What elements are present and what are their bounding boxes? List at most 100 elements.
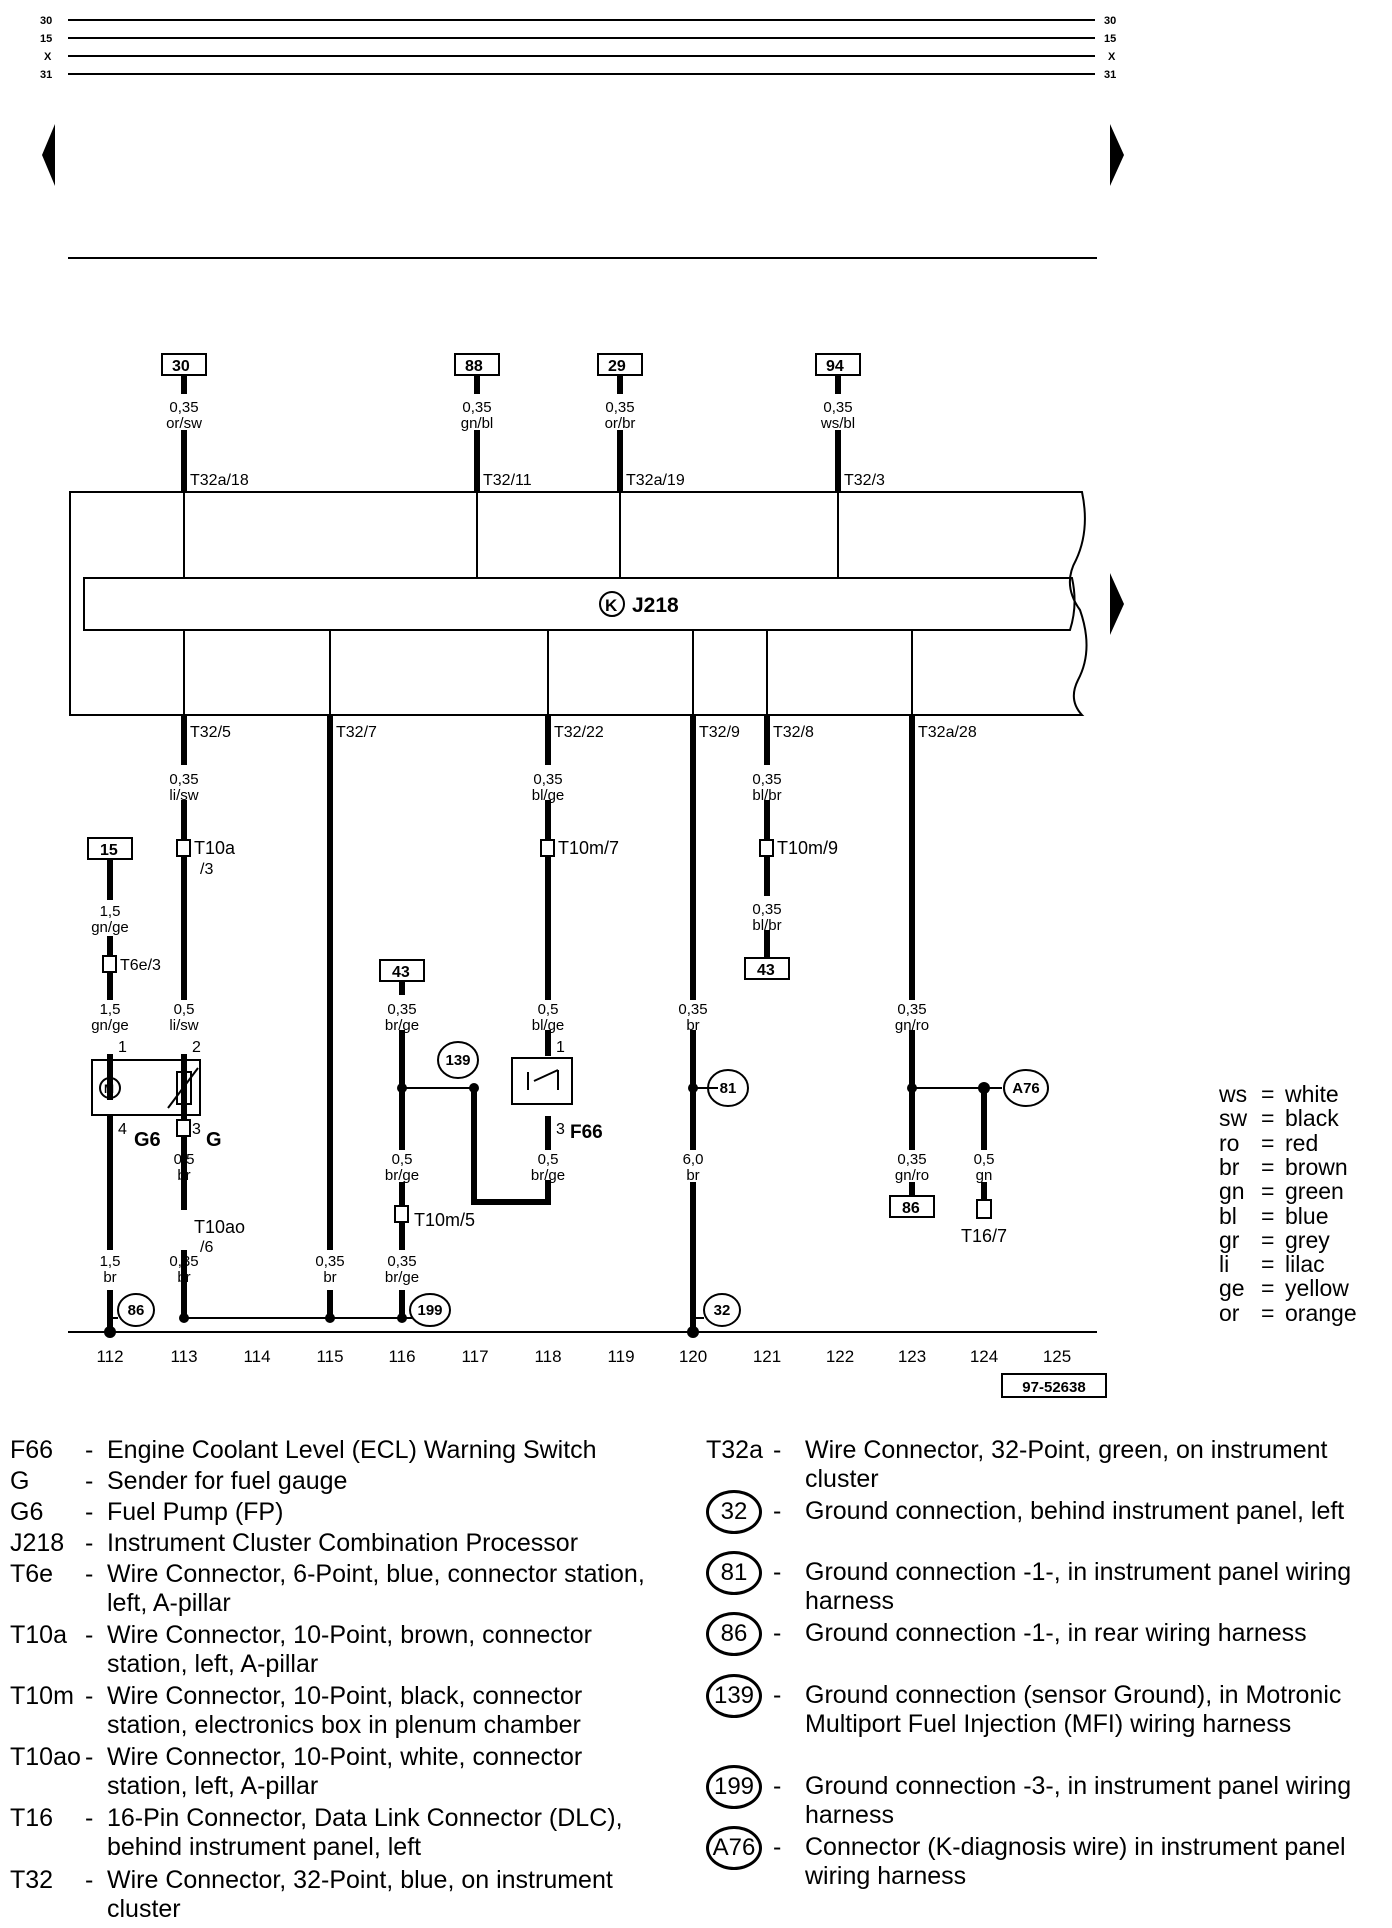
color-key-equals: = [1261, 1275, 1275, 1302]
legend-dash: - [85, 1498, 94, 1526]
legend-description: Wire Connector, 32-Point, blue, on instr… [107, 1866, 613, 1923]
ground-legend-symbol: 139 [706, 1674, 762, 1718]
pin-f66-3: 3 [556, 1121, 565, 1138]
w112b-size: 1,5 [100, 1001, 121, 1018]
track-125: 125 [1043, 1347, 1071, 1366]
legend-code: J218 [10, 1529, 65, 1557]
pin-f66-1: 1 [556, 1039, 565, 1056]
previous-page-arrow[interactable] [42, 124, 55, 186]
w116b-color: br/ge [385, 1167, 419, 1184]
legend-description: Ground connection -3-, in instrument pan… [805, 1772, 1352, 1829]
w112a-size: 1,5 [100, 903, 121, 920]
w113b-color: li/sw [169, 1017, 198, 1034]
track-113: 113 [170, 1347, 197, 1366]
conn-t32a-28: T32a/28 [918, 724, 977, 741]
w113d-size: 0,35 [169, 1253, 198, 1270]
w112b-color: gn/ge [91, 1017, 129, 1034]
track-115: 115 [316, 1347, 343, 1366]
label-g6: G6 [134, 1129, 161, 1151]
w121a-color: bl/br [752, 787, 781, 804]
conn-t6e-3: T6e/3 [120, 957, 161, 974]
track-122: 122 [826, 1347, 854, 1366]
ground-symbols [117, 1041, 1049, 1327]
track-116: 116 [388, 1347, 415, 1366]
pin-g-2: 2 [192, 1039, 201, 1056]
legend-dash: - [85, 1866, 94, 1894]
color-key-name: brown [1285, 1153, 1348, 1180]
pin-g6-4: 4 [118, 1121, 127, 1138]
w116c-size: 0,35 [387, 1253, 416, 1270]
w116a-color: br/ge [385, 1017, 419, 1034]
w88-size: 0,35 [462, 399, 491, 416]
w123b-color: gn/ro [895, 1167, 929, 1184]
color-key-equals: = [1261, 1251, 1275, 1278]
w120a-color: br [686, 1017, 699, 1034]
color-key-equals: = [1261, 1202, 1275, 1229]
track-124: 124 [970, 1347, 998, 1366]
color-key-abbr: ro [1219, 1129, 1240, 1156]
color-key-abbr: br [1219, 1153, 1240, 1180]
w113-size: 0,35 [169, 771, 198, 788]
conn-t10a: T10a [194, 838, 236, 858]
conn-t16-7: T16/7 [961, 1226, 1007, 1246]
w118b-size: 0,5 [538, 1001, 559, 1018]
conn-t32-7: T32/7 [336, 724, 377, 741]
w118a-color: bl/ge [532, 787, 565, 804]
track-120: 120 [679, 1347, 707, 1366]
coolant-level-switch-box [511, 1057, 573, 1105]
w118b-color: bl/ge [532, 1017, 565, 1034]
legend-description: Engine Coolant Level (ECL) Warning Switc… [107, 1436, 597, 1464]
label-f66: F66 [570, 1122, 603, 1143]
ground-legend-symbol: 81 [706, 1551, 762, 1595]
ground-legend-symbol: 86 [706, 1612, 762, 1656]
ground-a76: A76 [1012, 1080, 1040, 1097]
legend-description: Instrument Cluster Combination Processor [107, 1529, 579, 1557]
track-112: 112 [96, 1347, 123, 1366]
legend-description: Wire Connector, 10-Point, brown, connect… [107, 1621, 592, 1678]
track-121: 121 [753, 1347, 781, 1366]
w121b-color: bl/br [752, 917, 781, 934]
reference-code: 97-52638 [1022, 1379, 1085, 1396]
w94-size: 0,35 [823, 399, 852, 416]
legend-description: 16-Pin Connector, Data Link Connector (D… [107, 1804, 623, 1861]
w124-color: gn [976, 1167, 993, 1184]
terminal-43-b: 43 [757, 962, 775, 979]
coolant-level-switch-icon [527, 1069, 559, 1090]
conn-t10ao: T10ao [194, 1217, 245, 1237]
track-119: 119 [607, 1347, 634, 1366]
w120b-size: 6,0 [683, 1151, 704, 1168]
legend-description: Sender for fuel gauge [107, 1467, 348, 1495]
w113c-color: br [177, 1167, 190, 1184]
k-symbol: K [605, 596, 618, 615]
conn-t10ao-pin: /6 [200, 1239, 213, 1256]
bus-lines [68, 19, 1097, 259]
color-key-abbr: ge [1219, 1275, 1245, 1302]
fuel-pump-motor-icon [99, 1077, 121, 1099]
color-key-name: black [1285, 1105, 1339, 1132]
track-123: 123 [898, 1347, 926, 1366]
next-page-arrow-top[interactable] [1110, 124, 1124, 186]
legend-dash: - [773, 1681, 782, 1709]
terminal-30: 30 [172, 358, 190, 375]
legend-description: Ground connection, behind instrument pan… [805, 1497, 1345, 1525]
color-key-abbr: bl [1219, 1202, 1237, 1229]
legend-dash: - [773, 1619, 782, 1647]
w120b-color: br [686, 1167, 699, 1184]
next-page-arrow-mid[interactable] [1110, 573, 1124, 635]
conn-t10m-5: T10m/5 [414, 1210, 475, 1230]
legend-dash: - [85, 1529, 94, 1557]
w88-color: gn/bl [461, 415, 494, 432]
w29-color: or/br [605, 415, 636, 432]
w29-size: 0,35 [605, 399, 634, 416]
w115-size: 0,35 [315, 1253, 344, 1270]
wires [68, 375, 1097, 1333]
color-key-abbr: gr [1219, 1226, 1240, 1253]
bus-label-15-left: 15 [40, 33, 52, 45]
legend-dash: - [85, 1560, 94, 1588]
terminal-43-a: 43 [392, 964, 410, 981]
w112a-color: gn/ge [91, 919, 129, 936]
j218-label: J218 [632, 594, 679, 617]
w112c-size: 1,5 [100, 1253, 121, 1270]
conn-t10m-9: T10m/9 [777, 838, 838, 858]
